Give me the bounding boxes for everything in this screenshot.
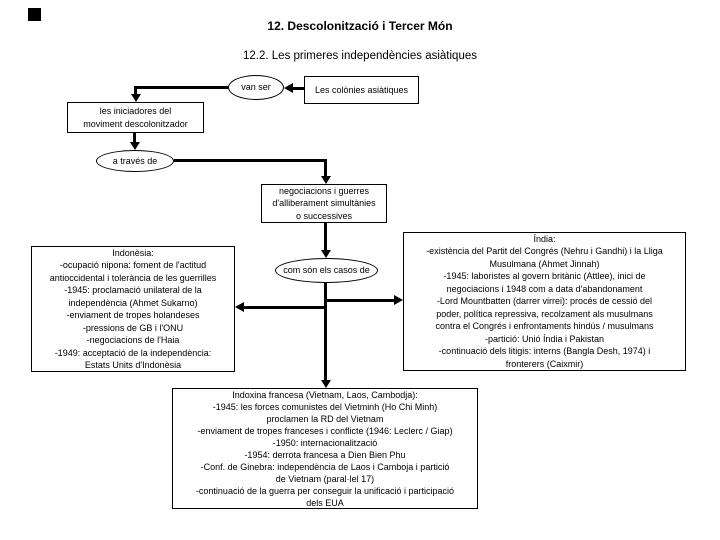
arrowhead-into-indonesia	[235, 302, 244, 312]
arrowhead-into-vanser	[284, 83, 293, 93]
arrowhead-into-indoxina	[321, 380, 331, 388]
connector-label-com-son-els-casos-de: com són els casos de	[275, 258, 378, 283]
arrowhead-into-atraves	[130, 142, 140, 150]
connector-atraves-vertical	[324, 159, 327, 176]
arrowhead-into-india	[394, 295, 403, 305]
arrowhead-into-negociacions	[321, 176, 331, 184]
node-india: Índia: -existència del Partit del Congré…	[403, 232, 686, 371]
connector-trunk-vertical	[324, 283, 327, 380]
arrowhead-into-comson	[321, 250, 331, 258]
connector-vanser-vertical	[134, 86, 137, 95]
node-colonies-asiatiques: Les colònies asiàtiques	[304, 76, 419, 104]
connector-iniciadores-down	[133, 133, 136, 142]
connector-label-van-ser: van ser	[228, 75, 284, 100]
connector-branch-to-indonesia	[244, 306, 326, 309]
connector-label-a-traves-de: a través de	[96, 150, 174, 172]
arrowhead-into-iniciadores	[131, 94, 141, 102]
node-indonesia: Indonèsia: -ocupació nipona: foment de l…	[31, 246, 235, 372]
node-iniciadores: les iniciadores del moviment descolonitz…	[67, 102, 204, 133]
corner-square-marker	[28, 8, 41, 21]
connector-colonies-to-vanser	[293, 87, 304, 90]
node-negociacions: negociacions i guerres d'alliberament si…	[261, 184, 387, 223]
connector-vanser-horizontal	[134, 86, 228, 89]
connector-branch-to-india	[326, 299, 394, 302]
slide-title: 12. Descolonització i Tercer Món	[267, 19, 453, 33]
connector-atraves-horizontal	[174, 159, 327, 162]
slide-subtitle: 12.2. Les primeres independències asiàti…	[243, 50, 477, 62]
node-indoxina: Indoxina francesa (Vietnam, Laos, Cambod…	[172, 388, 478, 509]
connector-negociacions-down	[324, 223, 327, 250]
